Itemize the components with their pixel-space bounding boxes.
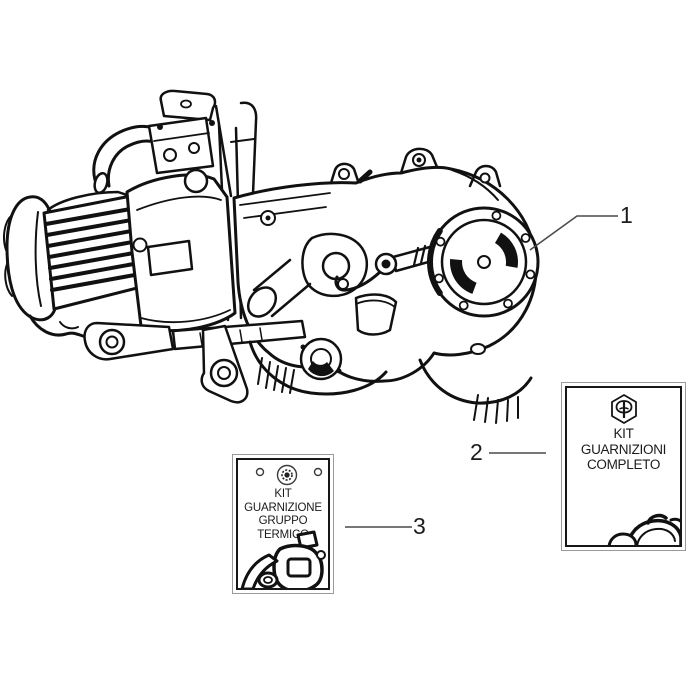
kit-label-line: GRUPPO xyxy=(258,515,308,527)
callout-number-2[interactable]: 2 xyxy=(470,439,483,465)
cylinder-gasket-kit-frame: KIT GUARNIZIONE GRUPPO TERMICO xyxy=(236,458,330,590)
complete-gasket-kit-box[interactable]: KIT GUARNIZIONI COMPLETO xyxy=(561,382,686,551)
kit-label-line: COMPLETO xyxy=(586,457,661,472)
engine-clutch-drum xyxy=(427,206,540,318)
callout-number-3[interactable]: 3 xyxy=(413,513,426,539)
leader-line-1 xyxy=(529,215,618,251)
kit-label-line: GUARNIZIONE xyxy=(244,501,322,514)
gasket-stack-illustration xyxy=(607,513,680,545)
cylinder-gasket-kit-box[interactable]: KIT GUARNIZIONE GRUPPO TERMICO xyxy=(232,454,334,594)
kit-label-line: KIT xyxy=(274,488,292,500)
engine-pivot-linkage xyxy=(246,232,398,336)
punch-hole-left xyxy=(255,467,265,477)
complete-gasket-kit-frame: KIT GUARNIZIONI COMPLETO xyxy=(565,386,682,547)
kit-label-line: KIT xyxy=(613,426,634,441)
cylinder-gasket-kit-label: KIT GUARNIZIONE GRUPPO TERMICO xyxy=(238,488,328,542)
splined-hub-emblem-icon xyxy=(276,464,298,486)
engine-cylinder-fins xyxy=(42,190,143,311)
complete-gasket-kit-label: KIT GUARNIZIONI COMPLETO xyxy=(567,426,680,473)
callout-leader-lines xyxy=(345,215,618,528)
kit-label-line: GUARNIZIONI xyxy=(580,441,667,457)
engine-mounting-brackets xyxy=(83,319,533,424)
callout-number-1[interactable]: 1 xyxy=(620,202,633,228)
logo-row xyxy=(567,393,680,425)
kit-label-line: TERMICO xyxy=(257,528,309,541)
punch-hole-right xyxy=(313,467,323,477)
engine-fan-cover xyxy=(125,173,237,333)
header-holes-row xyxy=(255,464,323,486)
engine-assembly-illustration xyxy=(3,89,540,424)
piaggio-hexagon-logo-icon xyxy=(610,394,637,424)
engine-carburetor xyxy=(92,89,258,198)
